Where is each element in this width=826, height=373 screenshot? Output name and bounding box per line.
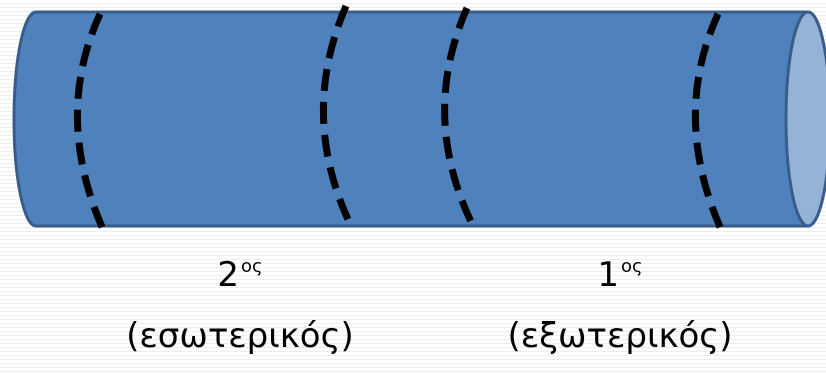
section-2-description: (εσωτερικός) — [126, 316, 354, 356]
section-2-superscript: ος — [241, 256, 263, 277]
cylinder-body — [12, 10, 810, 228]
cut-line-1 — [74, 12, 110, 238]
section-1-superscript: ος — [621, 256, 643, 277]
cut-line-3 — [441, 6, 478, 230]
cylinder-end-face — [784, 10, 826, 228]
cut-line-4 — [692, 12, 728, 238]
section-1-description: (εξωτερικός) — [507, 316, 733, 356]
cut-line-2 — [320, 4, 356, 230]
